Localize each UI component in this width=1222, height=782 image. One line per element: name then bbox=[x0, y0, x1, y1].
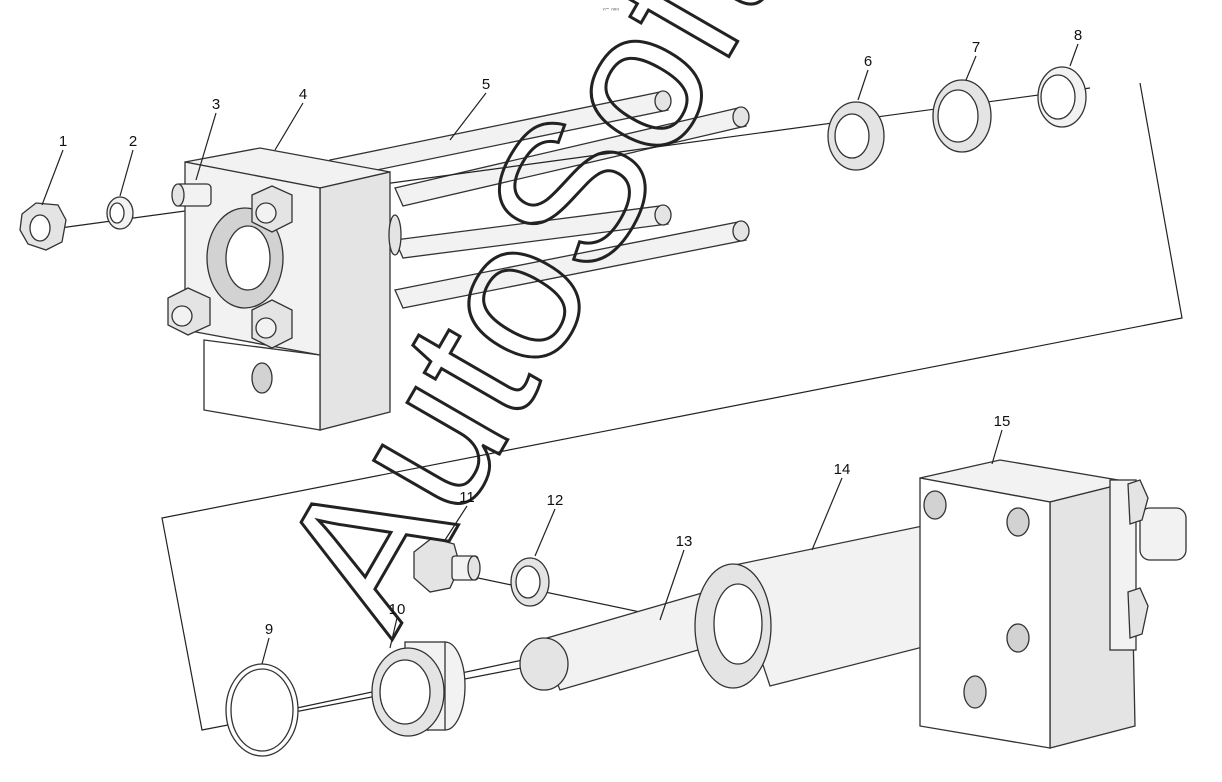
callout-leader-9 bbox=[261, 637, 270, 665]
callout-label-3: 3 bbox=[212, 96, 220, 113]
callout-leader-12 bbox=[534, 508, 556, 557]
callout-label-14: 14 bbox=[834, 461, 851, 478]
callout-label-11: 11 bbox=[459, 489, 475, 506]
callout-label-4: 4 bbox=[299, 86, 307, 103]
washer-2 bbox=[106, 196, 134, 230]
o-ring-9 bbox=[225, 663, 299, 757]
assembly-frame bbox=[161, 82, 1183, 731]
callout-label-8: 8 bbox=[1074, 27, 1082, 44]
callout-label-12: 12 bbox=[547, 492, 564, 509]
callout-label-13: 13 bbox=[676, 533, 693, 550]
tie-rods bbox=[329, 90, 750, 309]
callout-leader-4 bbox=[274, 102, 304, 151]
callout-leader-1 bbox=[41, 149, 64, 206]
ring-7 bbox=[932, 79, 992, 153]
callout-leader-8 bbox=[1069, 43, 1079, 67]
block-bolts bbox=[167, 185, 293, 349]
callout-leader-2 bbox=[119, 149, 134, 197]
callout-label-7: 7 bbox=[972, 39, 980, 56]
callout-leader-5 bbox=[449, 92, 487, 141]
callout-leader-6 bbox=[857, 69, 869, 101]
callout-label-2: 2 bbox=[129, 133, 137, 150]
nut-1 bbox=[19, 202, 67, 251]
callout-label-10: 10 bbox=[389, 601, 406, 618]
callout-leader-13 bbox=[659, 549, 685, 621]
callout-label-5: 5 bbox=[482, 76, 490, 93]
bushing-10 bbox=[371, 641, 466, 737]
callout-leader-15 bbox=[991, 429, 1003, 465]
callout-leader-10 bbox=[389, 617, 398, 649]
callout-label-15: 15 bbox=[994, 413, 1011, 430]
callout-label-9: 9 bbox=[265, 621, 273, 638]
callout-leader-14 bbox=[811, 477, 843, 551]
callout-leader-7 bbox=[965, 55, 977, 81]
callout-leader-11 bbox=[444, 505, 468, 541]
callout-label-1: 1 bbox=[59, 133, 67, 150]
callout-label-6: 6 bbox=[864, 53, 872, 70]
callout-leader-3 bbox=[195, 112, 217, 181]
washer-12 bbox=[510, 557, 550, 607]
header-mark: ⁿ⁼ ⁿⁿⁿ bbox=[603, 7, 619, 14]
fitting-11 bbox=[413, 537, 481, 593]
ring-8 bbox=[1037, 66, 1087, 128]
stud bbox=[171, 183, 212, 207]
seal-6 bbox=[827, 101, 885, 171]
cylinder-end-block bbox=[919, 459, 1187, 749]
